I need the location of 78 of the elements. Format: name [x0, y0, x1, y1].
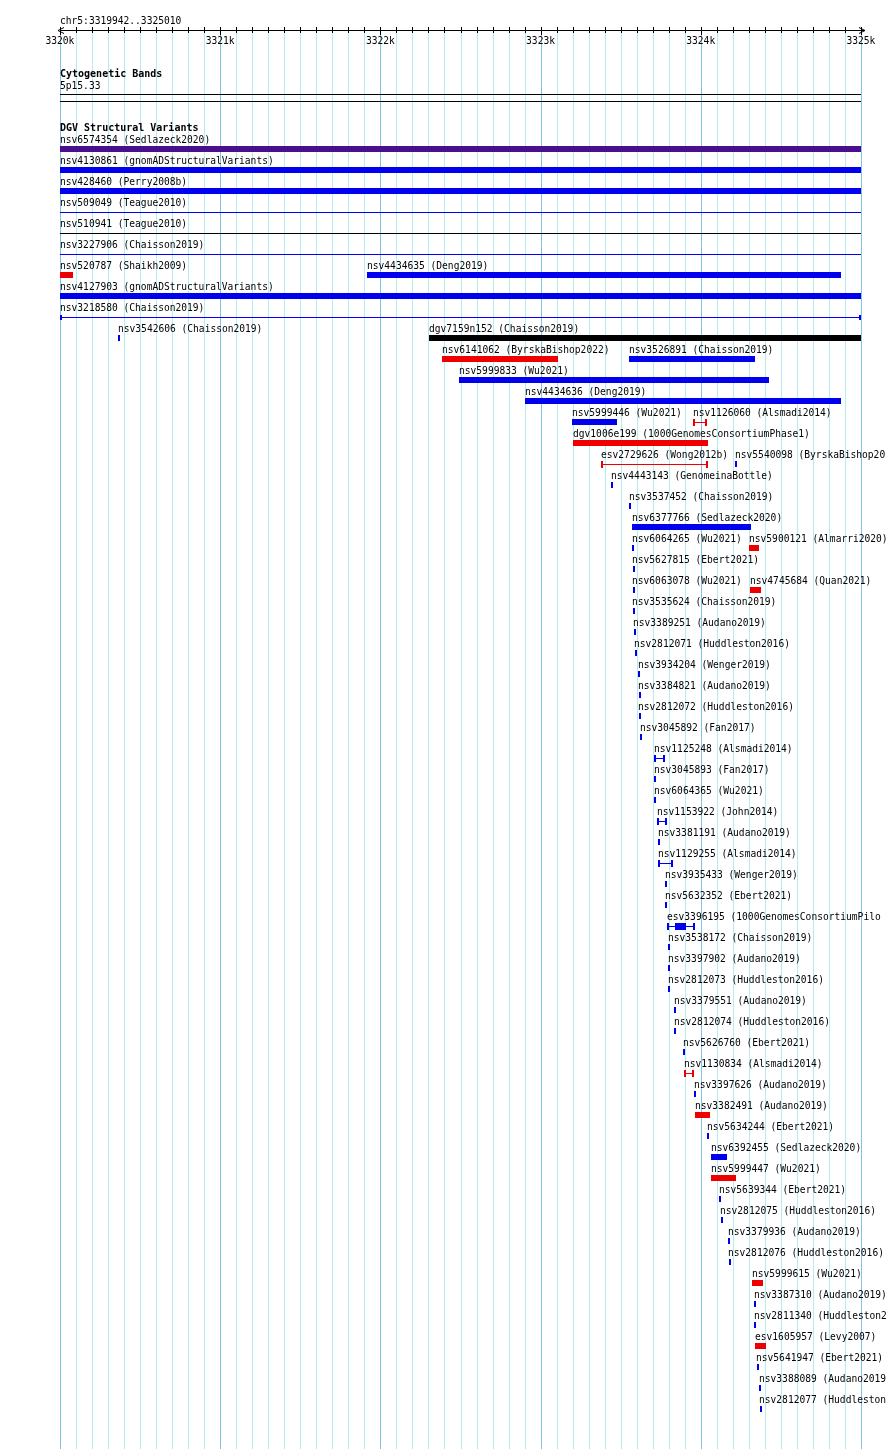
feature-label: nsv3045892 (Fan2017) [640, 722, 756, 733]
feature-label: nsv1125248 (Alsmadi2014) [654, 743, 793, 754]
feature-label: nsv5627815 (Ebert2021) [632, 554, 760, 565]
tick-label: 3321k [205, 35, 235, 46]
feature-label: nsv5641947 (Ebert2021) [756, 1352, 884, 1363]
track-title: Cytogenetic Bands [60, 68, 163, 79]
feature-label: nsv3537452 (Chaisson2019) [629, 491, 774, 502]
feature-label: nsv3387310 (Audano2019) [754, 1289, 887, 1300]
coordinate-label: chr5:3319942..3325010 [60, 15, 182, 26]
feature-label: nsv6064365 (Wu2021) [654, 785, 764, 796]
feature-label: nsv5632352 (Ebert2021) [665, 890, 793, 901]
feature-label: nsv5900121 (Almarri2020) [749, 533, 888, 544]
feature-label: nsv3934204 (Wenger2019) [638, 659, 771, 670]
feature-label: nsv2812072 (Huddleston2016) [638, 701, 794, 712]
feature-label: nsv428460 (Perry2008b) [60, 176, 188, 187]
feature-label: esv2729626 (Wong2012b) [601, 449, 729, 460]
feature-label: nsv4434635 (Deng2019) [367, 260, 489, 271]
tick-label: 3322k [365, 35, 395, 46]
tick-label: 3324k [686, 35, 716, 46]
feature-label: nsv4130861 (gnomADStructuralVariants) [60, 155, 274, 166]
feature-label: nsv6574354 (Sedlazeck2020) [60, 134, 211, 145]
feature-label: nsv3227906 (Chaisson2019) [60, 239, 205, 250]
feature-label: nsv2812073 (Huddleston2016) [668, 974, 824, 985]
feature-label: nsv3538172 (Chaisson2019) [668, 932, 813, 943]
feature-label: nsv4434636 (Deng2019) [525, 386, 647, 397]
feature-label: nsv5626760 (Ebert2021) [683, 1037, 811, 1048]
feature-label: esv3396195 (1000GenomesConsortiumPilo [667, 911, 881, 922]
feature-label: nsv1130834 (Alsmadi2014) [684, 1058, 823, 1069]
feature-label: nsv5999615 (Wu2021) [752, 1268, 862, 1279]
feature-label: nsv2812075 (Huddleston2016) [720, 1205, 876, 1216]
feature-label: nsv2812071 (Huddleston2016) [634, 638, 790, 649]
feature-label: nsv3397626 (Audano2019) [694, 1079, 827, 1090]
feature-label: nsv3389251 (Audano2019) [633, 617, 766, 628]
feature-label: nsv1153922 (John2014) [657, 806, 779, 817]
feature-label: nsv6377766 (Sedlazeck2020) [632, 512, 783, 523]
feature-label: nsv3379936 (Audano2019) [728, 1226, 861, 1237]
feature-label: nsv2811340 (Huddleston2 [754, 1310, 887, 1321]
feature-label: nsv3535624 (Chaisson2019) [632, 596, 777, 607]
feature-label: dgv1006e199 (1000GenomesConsortiumPhase1) [573, 428, 810, 439]
feature-label: nsv3381191 (Audano2019) [658, 827, 791, 838]
tick-label: 3320k [45, 35, 75, 46]
feature-label: nsv4745684 (Quan2021) [750, 575, 872, 586]
feature-label: nsv4443143 (GenomeinaBottle) [611, 470, 773, 481]
feature-label: nsv1126060 (Alsmadi2014) [693, 407, 832, 418]
feature-label: nsv5540098 (ByrskaBishop20 [735, 449, 886, 460]
feature-label: nsv5999833 (Wu2021) [459, 365, 569, 376]
feature-label: nsv5999446 (Wu2021) [572, 407, 682, 418]
feature-label: nsv2812077 (Huddleston [759, 1394, 887, 1405]
feature-label: nsv4127903 (gnomADStructuralVariants) [60, 281, 274, 292]
feature-label: nsv3384821 (Audano2019) [638, 680, 771, 691]
tick-label: 3325k [846, 35, 876, 46]
track-title: DGV Structural Variants [60, 122, 199, 133]
band-label: 5p15.33 [60, 80, 101, 91]
feature-label: nsv3045893 (Fan2017) [654, 764, 770, 775]
feature-label: nsv5639344 (Ebert2021) [719, 1184, 847, 1195]
feature-label: dgv7159n152 (Chaisson2019) [429, 323, 580, 334]
tick-label: 3323k [526, 35, 555, 46]
feature-label: nsv510941 (Teague2010) [60, 218, 188, 229]
feature-label: nsv3397902 (Audano2019) [668, 953, 801, 964]
feature-label: nsv6063078 (Wu2021) [632, 575, 742, 586]
feature-label: nsv3526891 (Chaisson2019) [629, 344, 774, 355]
feature-label: nsv6141062 (ByrskaBishop2022) [442, 344, 610, 355]
feature-label: nsv2812076 (Huddleston2016) [728, 1247, 884, 1258]
feature-label: nsv3382491 (Audano2019) [695, 1100, 828, 1111]
feature-label: nsv6064265 (Wu2021) [632, 533, 742, 544]
feature-label: nsv509049 (Teague2010) [60, 197, 188, 208]
feature-label: nsv3218580 (Chaisson2019) [60, 302, 205, 313]
feature-label: nsv5999447 (Wu2021) [711, 1163, 821, 1174]
feature-label: esv1605957 (Levy2007) [755, 1331, 877, 1342]
feature-label: nsv3542606 (Chaisson2019) [118, 323, 263, 334]
feature-label: nsv520787 (Shaikh2009) [60, 260, 188, 271]
feature-label: nsv6392455 (Sedlazeck2020) [711, 1142, 862, 1153]
feature-label: nsv3935433 (Wenger2019) [665, 869, 798, 880]
feature-label: nsv3388089 (Audano2019 [759, 1373, 887, 1384]
feature-label: nsv5634244 (Ebert2021) [707, 1121, 835, 1132]
feature-label: nsv3379551 (Audano2019) [674, 995, 807, 1006]
feature-label: nsv1129255 (Alsmadi2014) [658, 848, 797, 859]
feature-label: nsv2812074 (Huddleston2016) [674, 1016, 830, 1027]
